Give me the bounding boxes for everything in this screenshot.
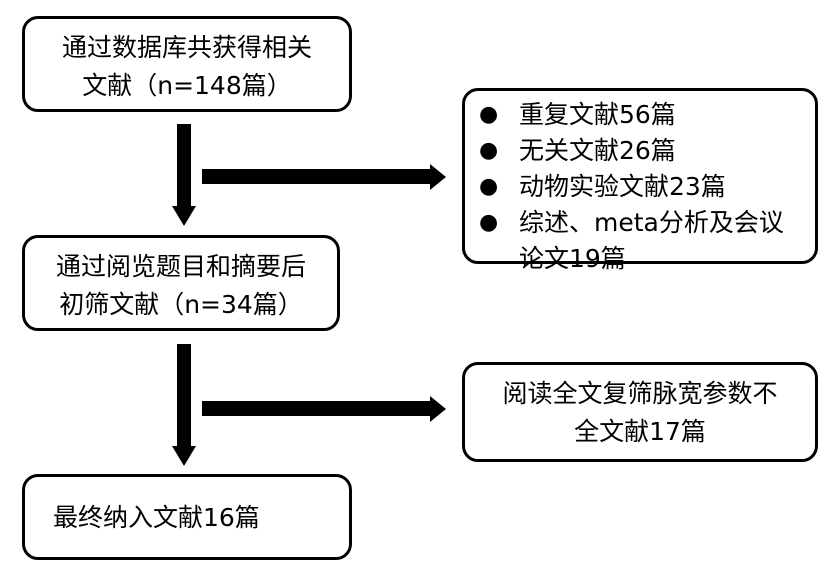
- down-arrow-head-1: [172, 206, 196, 226]
- records-identified-line-2: 文献（n=148篇）: [82, 71, 292, 100]
- records-identified-text: 通过数据库共获得相关 文献（n=148篇）: [25, 29, 349, 105]
- studies-included-text: 最终纳入文献16篇: [53, 503, 260, 532]
- records-identified-line-1: 通过数据库共获得相关: [61, 33, 312, 62]
- records-identified-box: 通过数据库共获得相关 文献（n=148篇）: [22, 16, 352, 112]
- excluded-item-text: 综述、meta分析及会议: [519, 208, 784, 237]
- excluded-records-box: 重复文献56篇 无关文献26篇 动物实验文献23篇 综述、meta分析及会议 论…: [462, 88, 818, 273]
- down-arrow-head-2: [172, 446, 196, 466]
- excluded-item-animal: 动物实验文献23篇: [479, 169, 809, 205]
- fulltext-excluded-line-2: 全文献17篇: [574, 417, 706, 446]
- records-screened-line-1: 通过阅览题目和摘要后: [55, 252, 306, 281]
- records-screened-line-2: 初筛文献（n=34篇）: [59, 290, 303, 319]
- excluded-item-continuation: 论文19篇: [519, 244, 626, 273]
- fulltext-excluded-text: 阅读全文复筛脉宽参数不 全文献17篇: [465, 375, 815, 451]
- studies-included-box: 最终纳入文献16篇: [22, 474, 352, 560]
- excluded-item-reviews: 综述、meta分析及会议 论文19篇: [479, 205, 809, 277]
- down-arrow-shaft-2: [177, 344, 191, 450]
- right-arrow-head-2: [430, 396, 446, 422]
- fulltext-excluded-line-1: 阅读全文复筛脉宽参数不: [502, 379, 778, 408]
- fulltext-excluded-box: 阅读全文复筛脉宽参数不 全文献17篇: [462, 362, 818, 462]
- excluded-item-irrelevant: 无关文献26篇: [479, 133, 809, 169]
- excluded-records-list: 重复文献56篇 无关文献26篇 动物实验文献23篇 综述、meta分析及会议 论…: [479, 97, 809, 277]
- excluded-item-text: 动物实验文献23篇: [519, 172, 726, 201]
- excluded-item-text: 无关文献26篇: [519, 136, 676, 165]
- records-screened-box: 通过阅览题目和摘要后 初筛文献（n=34篇）: [22, 235, 340, 331]
- excluded-item-text: 重复文献56篇: [519, 100, 676, 129]
- right-arrow-head-1: [430, 164, 446, 190]
- excluded-item-duplicates: 重复文献56篇: [479, 97, 809, 133]
- down-arrow-shaft-1: [177, 124, 191, 210]
- right-arrow-shaft-1: [202, 169, 434, 184]
- right-arrow-shaft-2: [202, 401, 434, 416]
- records-screened-text: 通过阅览题目和摘要后 初筛文献（n=34篇）: [25, 248, 337, 324]
